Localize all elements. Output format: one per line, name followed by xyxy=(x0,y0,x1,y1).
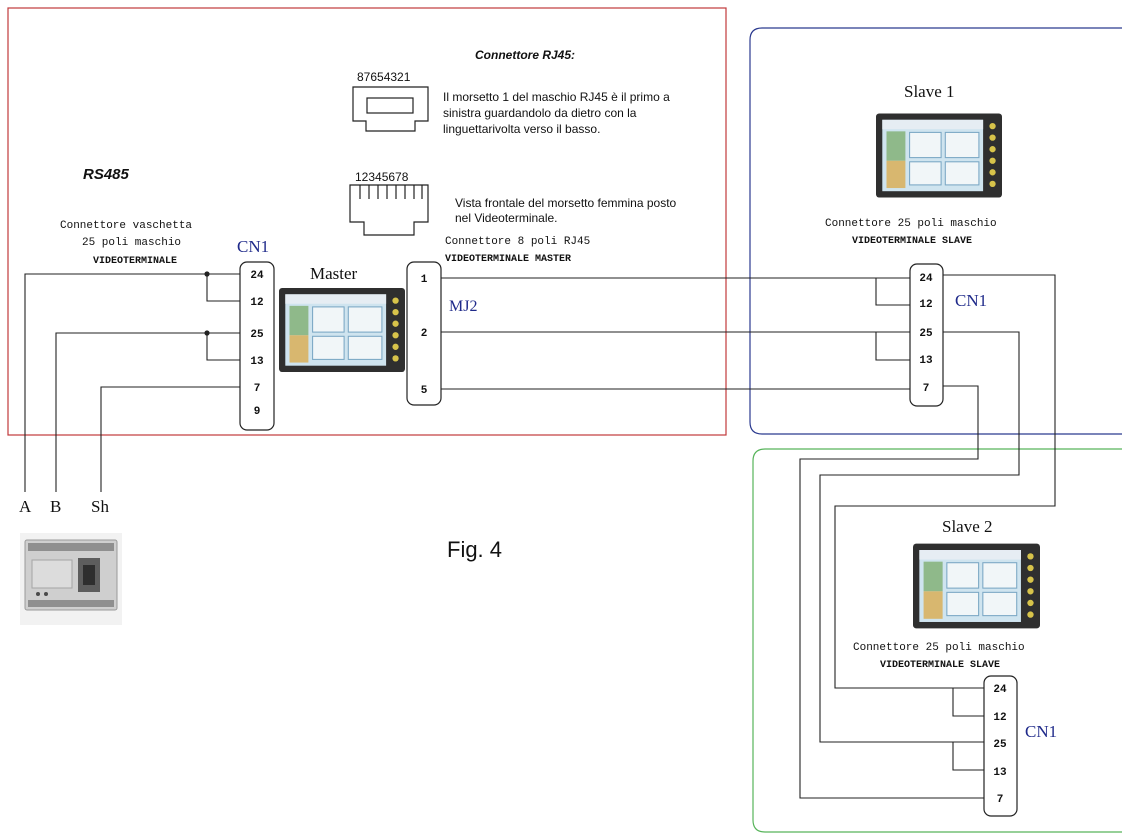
rj45-male-icon xyxy=(352,86,429,132)
wire-junctions xyxy=(204,271,210,336)
slave2-cn1-pin: 13 xyxy=(993,767,1007,779)
slave1-cn1-label: CN1 xyxy=(955,291,987,310)
master-mj2-connector: 1 2 5 xyxy=(406,261,442,406)
rj45-male-note-line3: linguettarivolta verso il basso. xyxy=(443,122,600,136)
rj45-male-note-line1: Il morsetto 1 del maschio RJ45 è il prim… xyxy=(443,90,670,104)
mj2-pin: 5 xyxy=(421,385,428,397)
master-cn1-desc-line1: Connettore vaschetta xyxy=(60,220,192,232)
slave1-cn1-connector: 24 12 25 13 7 xyxy=(909,263,944,407)
mj2-label: MJ2 xyxy=(449,298,477,315)
master-cn1-pin: 13 xyxy=(250,356,264,368)
master-cn1-pin: 24 xyxy=(250,270,264,282)
slave2-cn1-pin: 24 xyxy=(993,684,1007,696)
mj2-desc-line2: VIDEOTERMINALE MASTER xyxy=(445,254,571,265)
slave2-frame xyxy=(752,448,1122,833)
slave1-cn1-pin: 25 xyxy=(919,328,933,340)
slave2-cn1-pin: 25 xyxy=(993,739,1007,751)
slave2-cn1-pin: 7 xyxy=(997,794,1004,806)
hmi-terminal-icon xyxy=(876,112,1002,199)
rj45-male-pins: 87654321 xyxy=(357,70,411,84)
jumper-25-13-slave1 xyxy=(875,331,910,361)
jumper-24-12-master xyxy=(206,274,240,302)
master-cn1-desc-line3: VIDEOTERMINALE xyxy=(93,256,177,267)
slave1-desc-line1: Connettore 25 poli maschio xyxy=(825,218,997,230)
terminal-a-label: A xyxy=(19,497,32,516)
rj45-female-note-line2: nel Videoterminale. xyxy=(455,211,558,225)
slave1-desc-line2: VIDEOTERMINALE SLAVE xyxy=(852,236,972,247)
wire-sh xyxy=(100,386,240,492)
slave1-cn1-pin: 24 xyxy=(919,273,933,285)
slave1-cn1-pin: 7 xyxy=(923,383,930,395)
rj45-title: Connettore RJ45: xyxy=(475,48,575,62)
mj2-desc-line1: Connettore 8 poli RJ45 xyxy=(445,236,590,248)
din-rail-module-icon xyxy=(20,533,122,625)
slave2-cn1-pin: 12 xyxy=(993,712,1006,724)
terminal-sh-label: Sh xyxy=(91,497,109,516)
rj45-male-note-line2: sinistra guardandolo da dietro con la xyxy=(443,106,637,120)
rj45-female-icon xyxy=(349,184,429,236)
hmi-terminal-icon xyxy=(913,543,1040,629)
master-cn1-connector: 24 12 25 13 7 9 xyxy=(239,261,275,431)
rs485-label: RS485 xyxy=(83,166,130,183)
hmi-terminal-icon xyxy=(279,288,405,372)
wire-b xyxy=(55,332,240,492)
master-device-label: Master xyxy=(310,264,358,283)
wire-a xyxy=(24,273,240,492)
bus-line-7-slave xyxy=(799,385,984,799)
slave1-title: Slave 1 xyxy=(904,82,955,101)
master-cn1-pin: 9 xyxy=(254,406,261,418)
jumper-24-12-slave2 xyxy=(952,688,984,717)
jumper-25-13-master xyxy=(206,333,240,361)
master-cn1-desc-line2: 25 poli maschio xyxy=(82,237,181,249)
master-frame xyxy=(7,7,727,436)
rj45-female-pins: 12345678 xyxy=(355,170,409,184)
wiring xyxy=(24,273,1056,799)
slave1-cn1-pin: 13 xyxy=(919,355,933,367)
rj45-female-note-line1: Vista frontale del morsetto femmina post… xyxy=(455,196,677,210)
mj2-pin: 2 xyxy=(421,328,428,340)
bus-line-24-slave xyxy=(834,274,1056,689)
slave2-cn1-connector: 24 12 25 13 7 xyxy=(983,675,1018,817)
slave1-cn1-pin: 12 xyxy=(919,299,932,311)
master-cn1-pin: 12 xyxy=(250,297,263,309)
terminal-b-label: B xyxy=(50,497,61,516)
bus-line-25-slave xyxy=(819,331,1020,743)
mj2-pin: 1 xyxy=(421,274,428,286)
jumper-24-12-slave1 xyxy=(875,277,910,306)
figure-label: Fig. 4 xyxy=(447,537,502,562)
slave2-title: Slave 2 xyxy=(942,517,993,536)
slave1-frame xyxy=(749,27,1122,435)
slave2-desc-line1: Connettore 25 poli maschio xyxy=(853,642,1025,654)
master-cn1-pin: 7 xyxy=(254,383,261,395)
jumper-25-13-slave2 xyxy=(952,742,984,771)
slave2-desc-line2: VIDEOTERMINALE SLAVE xyxy=(880,660,1000,671)
master-cn1-label: CN1 xyxy=(237,237,269,256)
slave2-cn1-label: CN1 xyxy=(1025,722,1057,741)
master-cn1-pin: 25 xyxy=(250,329,264,341)
